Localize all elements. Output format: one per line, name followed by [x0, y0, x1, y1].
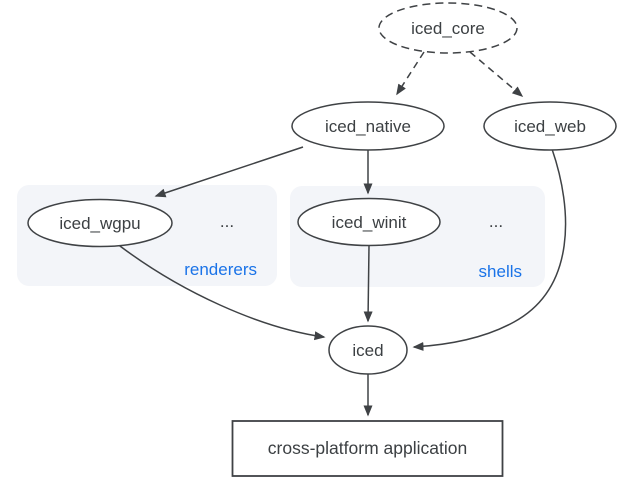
node-iced-core: [378, 2, 518, 54]
edge-winit-to-iced: [363, 245, 373, 323]
node-iced-label: iced: [352, 341, 383, 360]
edge-core-to-native: [396, 51, 425, 96]
node-cross-platform-application-label: cross-platform application: [268, 438, 467, 458]
edge-core-to-web: [469, 51, 524, 97]
node-iced-winit: [297, 197, 441, 247]
group-shells-ellipsis: ...: [489, 212, 503, 231]
node-iced: [328, 325, 408, 375]
edge-wgpu-to-iced: [115, 242, 326, 341]
group-renderers-ellipsis: ...: [220, 212, 234, 231]
group-shells-label: shells: [479, 262, 522, 281]
node-iced-winit-label: iced_winit: [332, 213, 407, 232]
edge-web-to-iced: [412, 148, 567, 351]
node-iced-native: [291, 101, 445, 151]
node-iced-wgpu-label: iced_wgpu: [59, 214, 140, 233]
group-renderers-label: renderers: [184, 260, 257, 279]
node-cross-platform-application: [231, 420, 504, 477]
edge-native-to-wgpu: [154, 146, 304, 198]
node-iced-wgpu: [27, 198, 173, 248]
node-iced-web-label: iced_web: [514, 117, 586, 136]
node-iced-web: [483, 101, 617, 151]
node-iced-core-label: iced_core: [411, 19, 485, 38]
node-iced-native-label: iced_native: [325, 117, 411, 136]
